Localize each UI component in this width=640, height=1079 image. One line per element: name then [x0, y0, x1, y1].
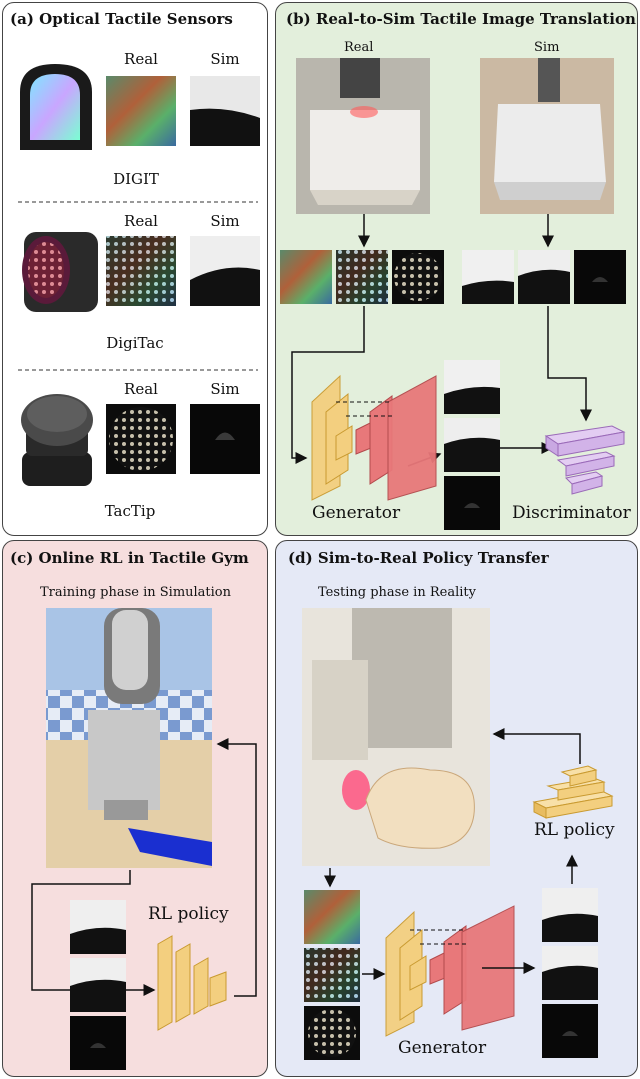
discriminator-shape	[544, 425, 626, 495]
digit-real-image	[106, 76, 176, 146]
b-generator-label: Generator	[312, 503, 401, 523]
tactip-sensor-image	[21, 394, 93, 486]
panel-b-title: (b) Real-to-Sim Tactile Image Translatio…	[286, 10, 636, 28]
generator-d	[385, 905, 515, 1037]
tactip-real-label: Real	[124, 380, 158, 398]
sim-robot-render	[480, 58, 614, 214]
digitac-sim-label: Sim	[210, 212, 240, 230]
b-discriminator-label: Discriminator	[512, 503, 631, 523]
d-phase-label: Testing phase in Reality	[318, 585, 476, 600]
digit-real-label: Real	[124, 50, 158, 68]
real-tactile-digit	[280, 250, 332, 304]
digitac-name: DigiTac	[106, 334, 164, 352]
digit-sensor-image	[20, 64, 92, 150]
d-real-digit	[304, 890, 360, 944]
generator-b	[311, 374, 437, 501]
c-phase-label: Training phase in Simulation	[40, 585, 232, 600]
panel-d-title: (d) Sim-to-Real Policy Transfer	[288, 549, 549, 567]
reality-photo	[302, 608, 490, 866]
tactip-name: TacTip	[104, 502, 156, 520]
panel-a-title: (a) Optical Tactile Sensors	[10, 10, 233, 28]
rl-policy-net-d	[532, 765, 614, 819]
tactip-sim-label: Sim	[210, 380, 240, 398]
rl-policy-net-c	[157, 935, 227, 1031]
panel-c-title: (c) Online RL in Tactile Gym	[10, 549, 249, 567]
simulation-render	[46, 608, 212, 868]
c-policy-label: RL policy	[148, 904, 229, 924]
digit-sim-label: Sim	[210, 50, 240, 68]
d-generator-label: Generator	[398, 1038, 487, 1058]
d-policy-label: RL policy	[534, 820, 615, 840]
digitac-real-label: Real	[124, 212, 158, 230]
real-robot-photo	[296, 58, 430, 214]
b-real-label: Real	[344, 40, 374, 55]
b-sim-label: Sim	[534, 40, 560, 55]
digit-name: DIGIT	[113, 170, 159, 188]
digitac-sensor-image	[22, 232, 98, 312]
